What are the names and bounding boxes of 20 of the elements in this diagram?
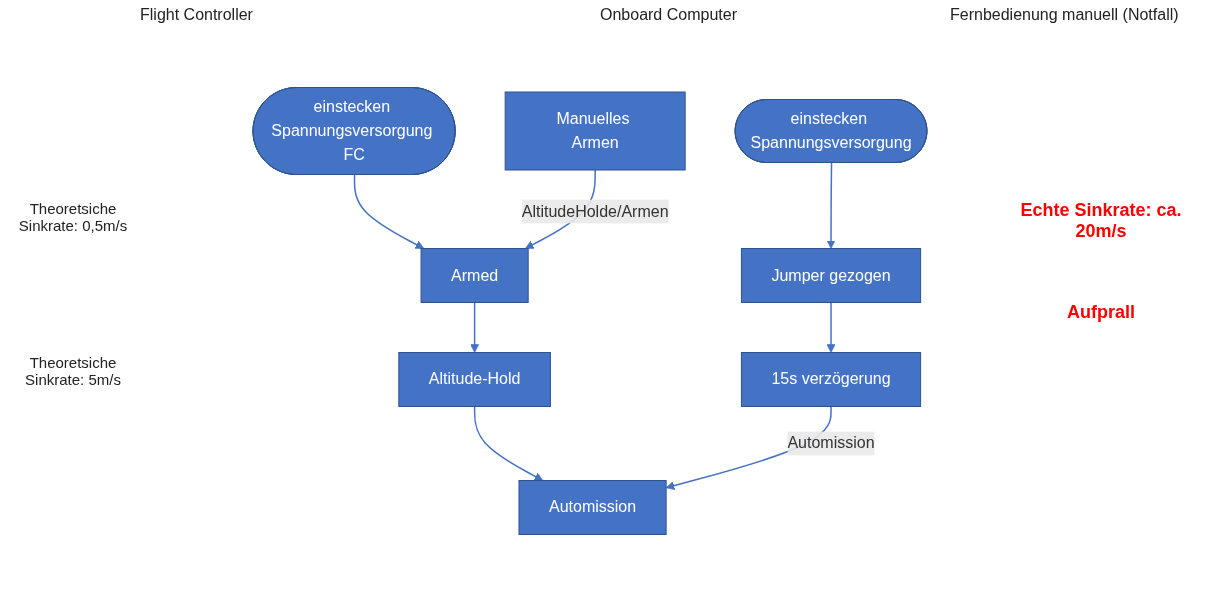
node-box: Jumper gezogen [741,248,922,303]
column-heading: Flight Controller [140,6,253,24]
node-box: Automission [518,480,667,535]
note-text: Echte Sinkrate: ca. 20m/s [1019,200,1183,242]
node-box: Armed [420,248,529,303]
arrow [826,301,836,353]
column-heading: Fernbedienung manuell (Notfall) [950,6,1179,24]
column-heading: Onboard Computer [600,6,737,24]
note-text: Theoretsiche Sinkrate: 0,5m/s [17,200,129,234]
note-text: Aufprall [1066,302,1136,323]
arrow [826,162,836,249]
node-box: Altitude-Hold [398,352,551,407]
edge-label: Automission [787,434,875,452]
arrow [473,405,544,481]
node-box: 15s verzögerung [741,352,922,407]
node-box: Manuelles Armen [504,91,686,171]
edge-label: AltitudeHolde/Armen [521,202,669,220]
note-text: Theoretsiche Sinkrate: 5m/s [24,354,122,388]
arrow [353,174,425,249]
arrow [470,301,480,353]
